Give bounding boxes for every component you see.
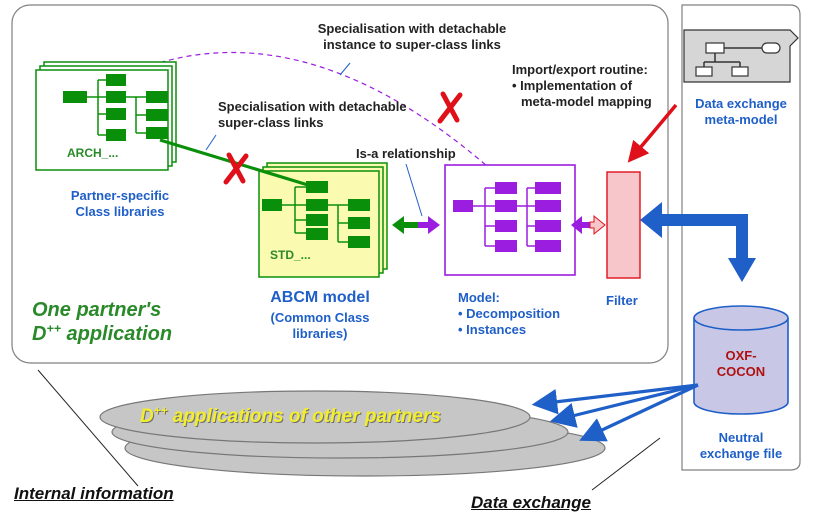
std-class-nodes <box>262 181 370 248</box>
import-export-line2: • Implementation of <box>512 78 633 93</box>
import-export-line3: meta-model mapping <box>521 94 652 109</box>
spec-superclass-line1: Specialisation with detachable <box>218 99 407 114</box>
abcm-line3: libraries) <box>292 326 348 341</box>
internal-information-footer: Internal information <box>14 484 174 503</box>
data-exchange-line2: meta-model <box>704 112 778 127</box>
is-a-callout <box>405 163 423 217</box>
oxf-cocon-label: OXF- COCON <box>700 348 782 380</box>
others-rest: applications of other partners <box>167 406 441 427</box>
other-partners-label: D++ applications of other partners <box>140 404 441 428</box>
exchange-arrows <box>531 383 699 442</box>
others-superscript: ++ <box>153 404 168 418</box>
model-label: Model: • Decomposition • Instances <box>458 290 560 338</box>
abcm-model-double-arrow <box>392 216 440 234</box>
oxf-line2: COCON <box>716 364 766 379</box>
arch-class-tree <box>87 79 146 136</box>
data-exchange-callout-line <box>591 437 661 491</box>
neutral-exchange-file-label: Neutral exchange file <box>686 430 796 462</box>
filter-box <box>606 171 641 279</box>
spec-instance-line1: Specialisation with detachable <box>317 21 507 36</box>
model-filter-double-arrow <box>571 214 606 236</box>
one-partner-superscript: ++ <box>46 321 61 336</box>
data-exchange-metamodel-label: Data exchange meta-model <box>686 96 796 128</box>
std-library-tag: STD_... <box>270 248 311 262</box>
spec-instance-line2: instance to super-class links <box>323 37 501 52</box>
partner-line2: Class libraries <box>75 204 165 219</box>
model-decomposition-tree <box>473 187 535 247</box>
import-export-label: Import/export routine: • Implementation … <box>512 62 652 110</box>
one-partner-rest: application <box>60 323 173 345</box>
data-exchange-footer: Data exchange <box>471 493 591 512</box>
spec-instance-label: Specialisation with detachable instance … <box>296 21 528 53</box>
internal-info-callout-line <box>37 369 139 487</box>
spec-superclass-line2: super-class links <box>218 115 324 130</box>
abcm-model-title: ABCM model <box>270 289 370 306</box>
model-line3: • Instances <box>458 322 527 337</box>
others-d: D <box>140 406 154 427</box>
partner-line1: Partner-specific <box>70 188 170 203</box>
neutral-line1: Neutral <box>718 430 764 445</box>
dashed-instance-link <box>117 51 506 183</box>
spec-superclass-label: Specialisation with detachable super-cla… <box>218 99 407 131</box>
model-instance-nodes <box>453 182 561 252</box>
oxf-line1: OXF- <box>725 348 757 363</box>
import-export-line1: Import/export routine: <box>512 62 648 77</box>
std-class-tree <box>282 186 348 243</box>
partner-specific-label: Partner-specific Class libraries <box>50 188 190 220</box>
one-partner-d: D <box>32 323 47 345</box>
abcm-line2: (Common Class <box>270 310 370 325</box>
metamodel-diagram-icon <box>683 29 799 83</box>
filter-cylinder-double-arrow <box>640 202 756 282</box>
other-partners-ellipse-front <box>99 390 531 444</box>
is-a-label: Is-a relationship <box>356 146 456 161</box>
arch-class-nodes <box>63 74 168 141</box>
arch-library-tag: ARCH_... <box>67 146 119 160</box>
red-x-icon <box>437 91 463 124</box>
abcm-model-subtitle: (Common Class libraries) <box>255 310 385 342</box>
one-partner-line2: D++ application <box>32 322 172 346</box>
model-line1: Model: <box>458 290 500 305</box>
neutral-line2: exchange file <box>699 446 783 461</box>
cylinder-icon <box>693 305 789 415</box>
spec-superclass-callout <box>205 134 217 151</box>
model-line2: • Decomposition <box>458 306 561 321</box>
import-export-arrow <box>627 103 678 163</box>
filter-label: Filter <box>606 293 638 308</box>
data-exchange-line1: Data exchange <box>695 96 787 111</box>
spec-instance-callout <box>339 62 351 76</box>
one-partner-application-label: One partner's D++ application <box>32 298 172 346</box>
one-partner-line1: One partner's <box>32 299 162 321</box>
red-x-icon <box>223 152 249 185</box>
